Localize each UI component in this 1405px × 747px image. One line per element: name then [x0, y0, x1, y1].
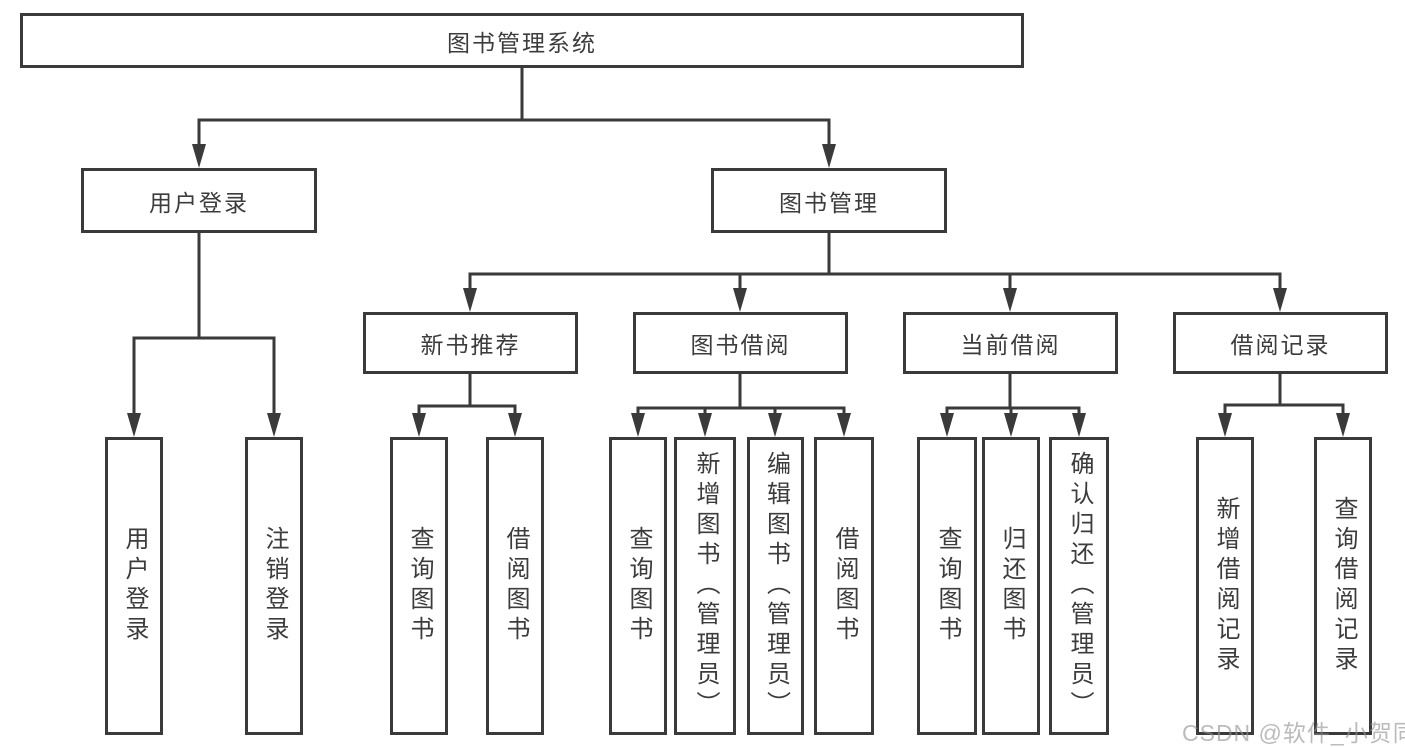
node-label: 确认归还（管理员） — [1066, 451, 1093, 721]
node-label: 归还图书 — [998, 526, 1025, 646]
node-label: 借阅图书 — [502, 526, 529, 646]
node-label: 编辑图书（管理员） — [762, 451, 790, 721]
csdn-watermark: CSDN @软件_小贺同学 — [1182, 720, 1405, 746]
leaf-node-logout: 注销登录 — [245, 437, 303, 735]
node-user-login: 用户登录 — [81, 168, 317, 233]
node-label: 新书推荐 — [420, 332, 521, 358]
node-book-management: 图书管理 — [711, 168, 947, 233]
leaf-node-add-book-admin: 新增图书（管理员） — [674, 437, 736, 735]
leaf-node-confirm-return-admin: 确认归还（管理员） — [1049, 437, 1109, 735]
leaf-node-query-books-recommend: 查询图书 — [390, 437, 448, 735]
node-label: 图书借阅 — [690, 332, 791, 358]
node-label: 当前借阅 — [960, 332, 1061, 358]
leaf-node-user-login: 用户登录 — [105, 437, 163, 735]
node-label: 图书管理 — [779, 189, 879, 216]
node-label: 图书管理系统 — [447, 29, 597, 56]
node-label: 查询图书 — [406, 526, 433, 646]
node-label: 用户登录 — [121, 526, 148, 646]
leaf-node-edit-book-admin: 编辑图书（管理员） — [747, 437, 804, 735]
leaf-node-return-book: 归还图书 — [982, 437, 1040, 735]
leaf-node-query-books-borrow: 查询图书 — [609, 437, 667, 735]
leaf-node-query-books-current: 查询图书 — [917, 437, 977, 735]
leaf-node-query-borrow-record: 查询借阅记录 — [1314, 437, 1372, 735]
node-label: 借阅图书 — [831, 526, 858, 646]
leaf-node-borrow-books-recommend: 借阅图书 — [486, 437, 544, 735]
node-label: 查询图书 — [934, 526, 961, 646]
leaf-node-borrow-books: 借阅图书 — [814, 437, 874, 735]
node-label: 查询借阅记录 — [1330, 496, 1357, 676]
node-label: 查询图书 — [625, 526, 652, 646]
node-book-management-system: 图书管理系统 — [20, 13, 1024, 68]
node-current-borrow: 当前借阅 — [903, 312, 1118, 374]
node-book-borrow: 图书借阅 — [633, 312, 848, 374]
node-label: 注销登录 — [261, 526, 288, 646]
node-new-book-recommend: 新书推荐 — [363, 312, 578, 374]
node-borrow-records: 借阅记录 — [1173, 312, 1388, 374]
node-label: 借阅记录 — [1230, 332, 1331, 358]
leaf-node-add-borrow-record: 新增借阅记录 — [1196, 437, 1254, 735]
node-label: 用户登录 — [149, 189, 249, 216]
node-label: 新增图书（管理员） — [692, 451, 719, 721]
node-label: 新增借阅记录 — [1212, 496, 1239, 676]
